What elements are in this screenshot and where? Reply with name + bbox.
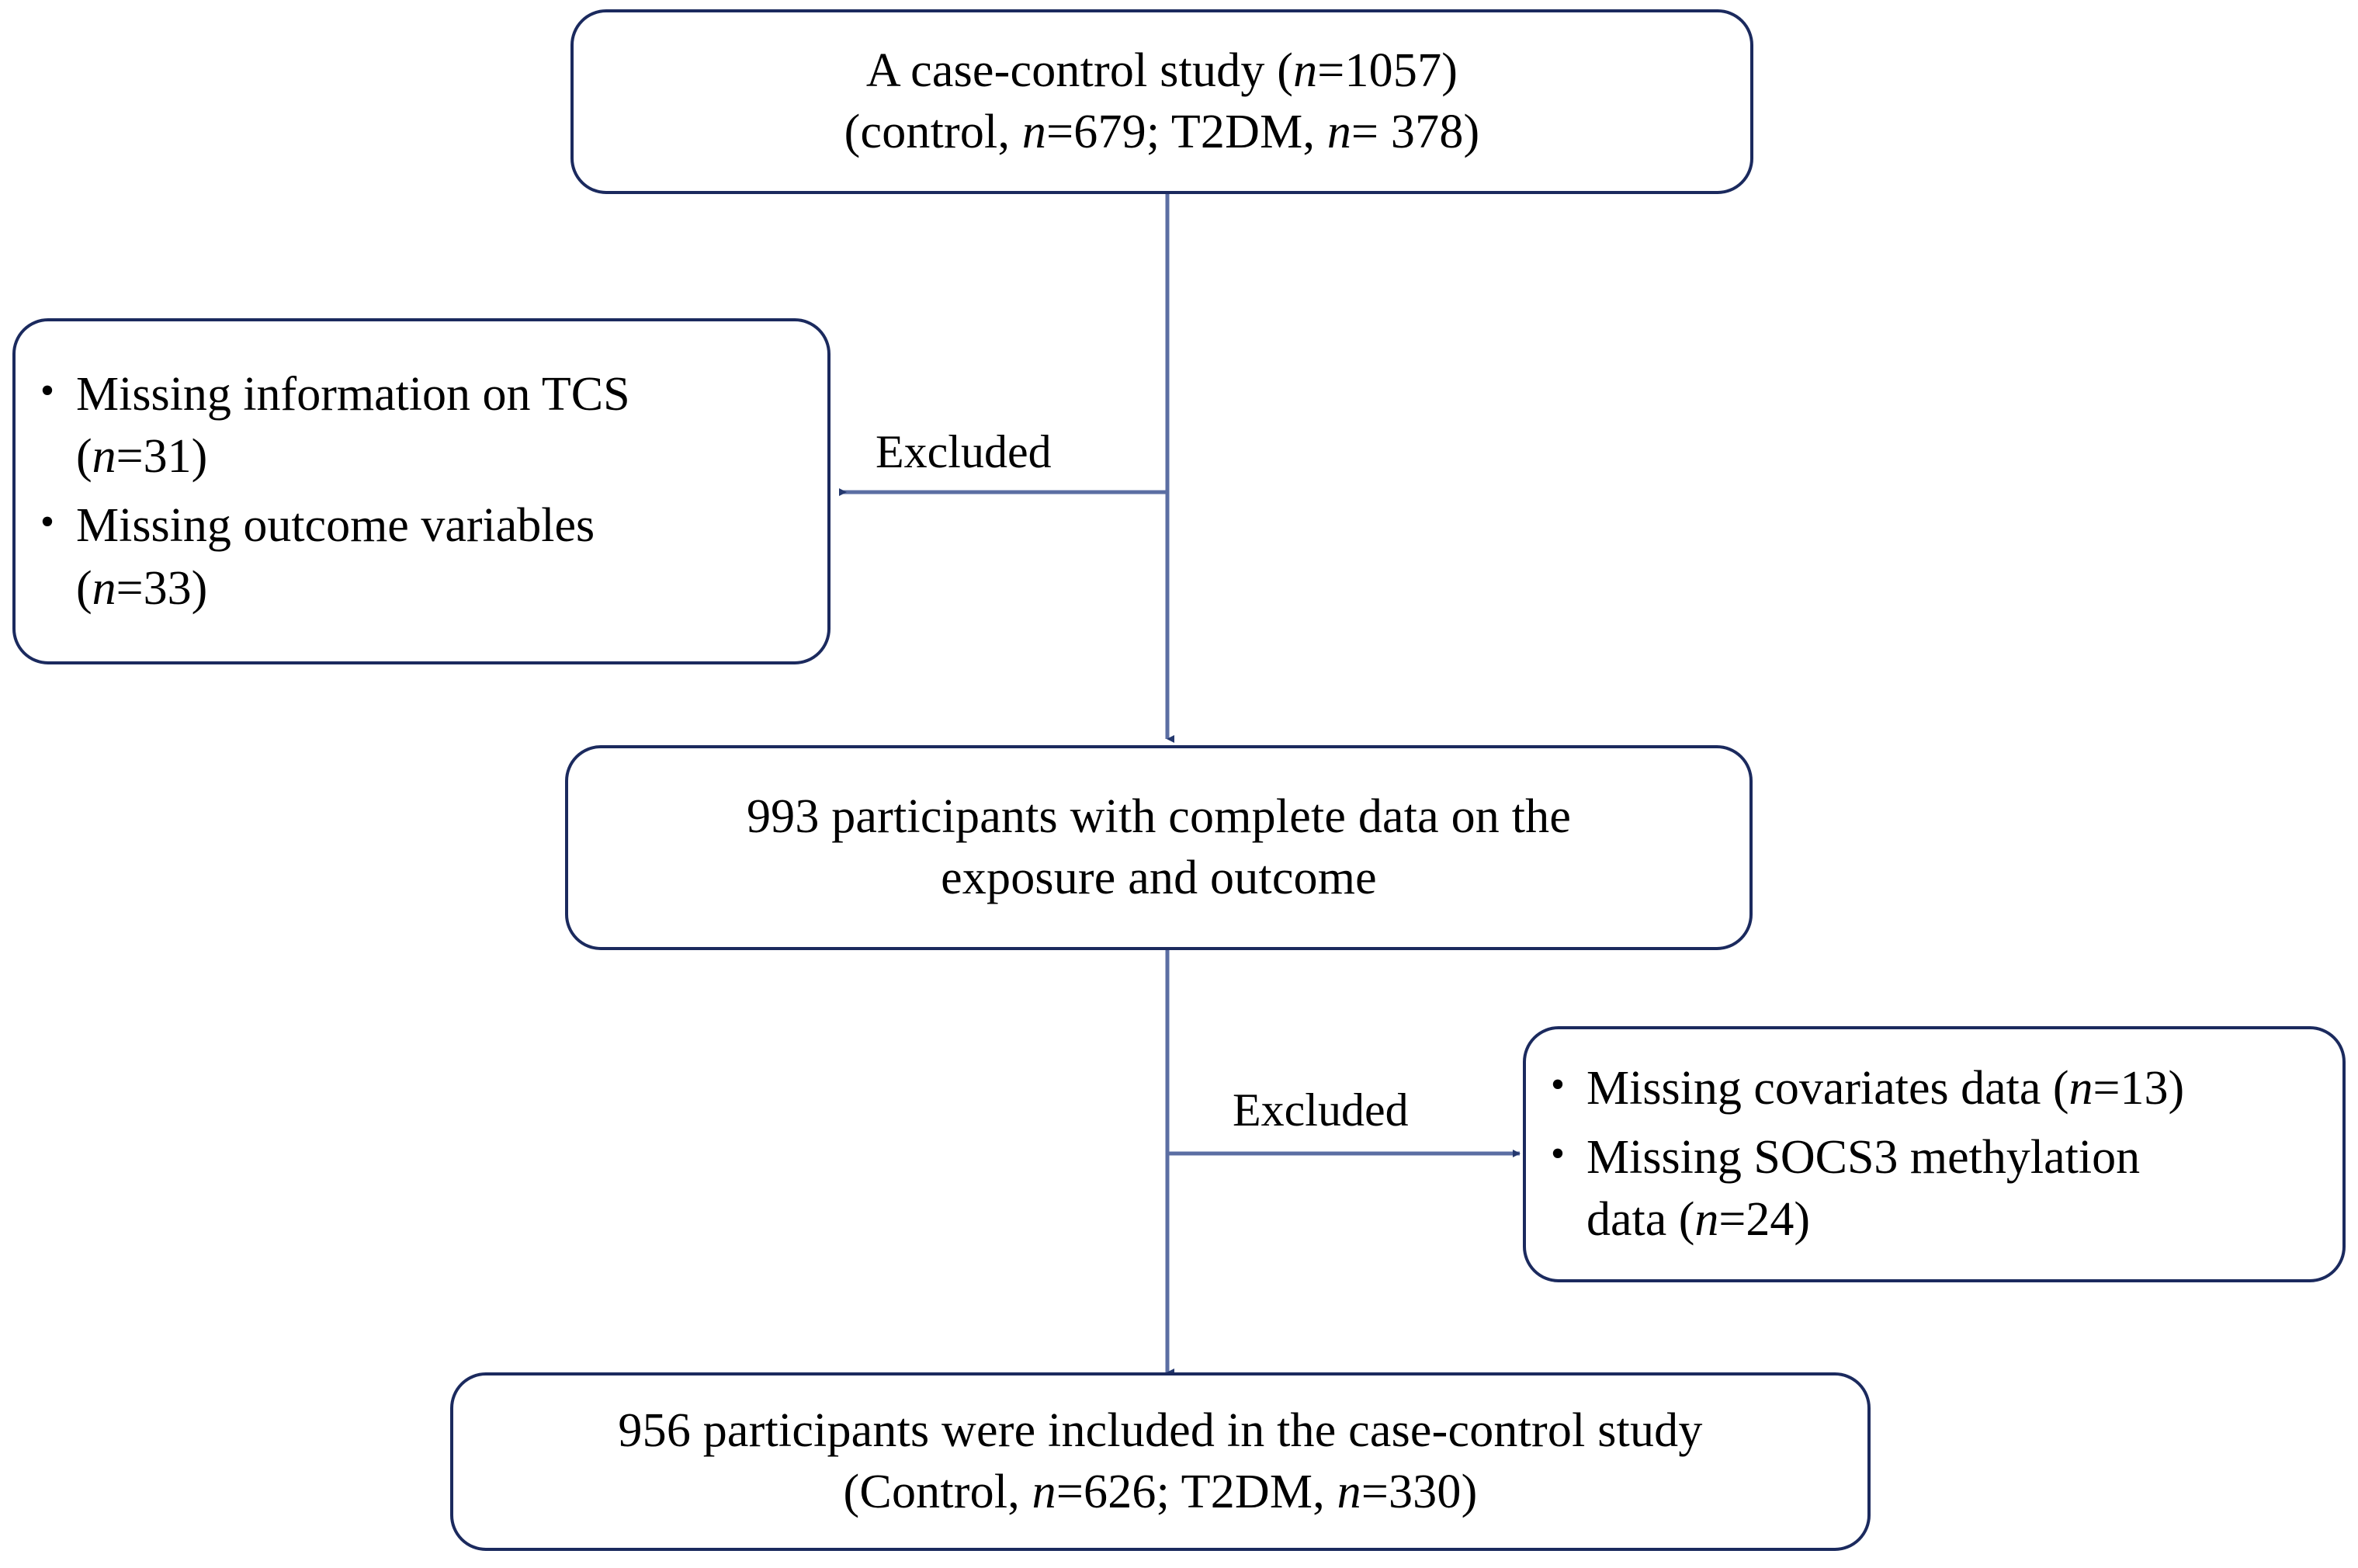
second-exclusion-reason-1: Missing covariates data (n=13) xyxy=(1586,1057,2325,1120)
first-exclusion-reason-1: Missing information on TCS (n=31) xyxy=(76,363,807,488)
reason-line-2: (n=31) xyxy=(76,430,208,484)
list-item: • Missing information on TCS (n=31) xyxy=(19,360,807,491)
final-sample-line-1: 956 participants were included in the ca… xyxy=(618,1403,1703,1457)
list-item: • Missing covariates data (n=13) xyxy=(1529,1054,2325,1123)
reason-line-1: Missing covariates data (n=13) xyxy=(1586,1062,2185,1115)
node-first-exclusion: • Missing information on TCS (n=31) • Mi… xyxy=(12,318,831,664)
edge-label-excluded-first: Excluded xyxy=(876,426,1052,477)
edge-label-excluded-second: Excluded xyxy=(1233,1084,1409,1136)
final-sample-line-2: (Control, n=626; T2DM, n=330) xyxy=(843,1466,1478,1518)
bullet-dot-icon: • xyxy=(40,500,55,544)
bullet-dot-icon: • xyxy=(1550,1063,1566,1108)
source-population-line-2: (control, n=679; T2DM, n= 378) xyxy=(844,106,1480,158)
second-exclusion-list: • Missing covariates data (n=13) • Missi… xyxy=(1529,1054,2325,1254)
node-source-population: A case-control study (n=1057) (control, … xyxy=(570,9,1753,194)
bullet-dot-icon: • xyxy=(1550,1131,1566,1176)
second-exclusion-reason-2: Missing SOCS3 methylation data (n=24) xyxy=(1586,1126,2325,1251)
first-exclusion-list: • Missing information on TCS (n=31) • Mi… xyxy=(19,360,807,623)
complete-data-line-2: exposure and outcome xyxy=(941,852,1377,904)
source-population-line-1: A case-control study (n=1057) xyxy=(865,43,1458,97)
node-final-analytic-sample: 956 participants were included in the ca… xyxy=(450,1372,1871,1551)
list-item: • Missing SOCS3 methylation data (n=24) xyxy=(1529,1123,2325,1254)
bullet-dot-icon: • xyxy=(40,368,55,413)
reason-line-1: Missing information on TCS xyxy=(76,367,630,421)
node-complete-data: 993 participants with complete data on t… xyxy=(565,745,1753,950)
complete-data-line-1: 993 participants with complete data on t… xyxy=(746,789,1572,843)
reason-line-1: Missing SOCS3 methylation xyxy=(1586,1130,2141,1184)
reason-line-1: Missing outcome variables xyxy=(76,499,595,552)
node-second-exclusion: • Missing covariates data (n=13) • Missi… xyxy=(1523,1026,2346,1282)
first-exclusion-reason-2: Missing outcome variables (n=33) xyxy=(76,494,807,619)
list-item: • Missing outcome variables (n=33) xyxy=(19,491,807,623)
reason-line-2: data (n=24) xyxy=(1586,1193,1811,1247)
reason-line-2: (n=33) xyxy=(76,561,208,615)
